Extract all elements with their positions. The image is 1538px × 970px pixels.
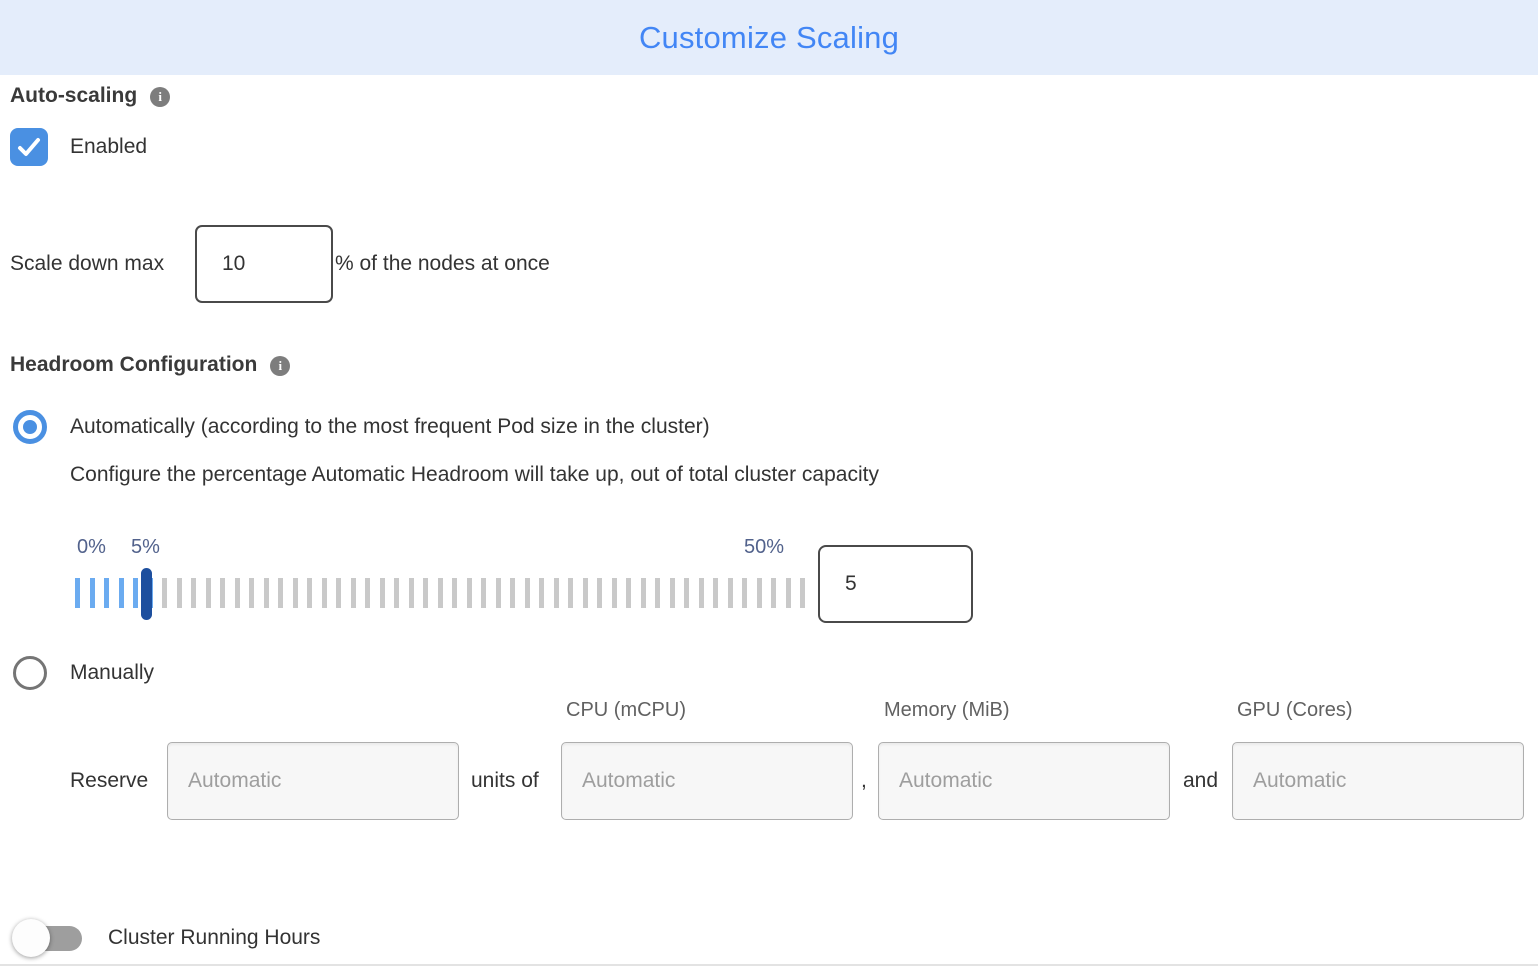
slider-tick <box>640 578 646 608</box>
cluster-running-hours-label: Cluster Running Hours <box>108 926 321 949</box>
slider-tick <box>205 578 211 608</box>
slider-tick <box>626 578 631 608</box>
headroom-automatic-option: Automatically (according to the most fre… <box>13 410 710 444</box>
manually-option-label: Manually <box>70 661 155 684</box>
headroom-manual-option: Manually <box>13 656 154 690</box>
slider-tick <box>684 578 689 608</box>
slider-tick <box>713 578 718 608</box>
reserve-cpu-input[interactable] <box>561 742 853 820</box>
info-icon[interactable]: i <box>150 87 171 107</box>
auto-scaling-label: Auto-scaling <box>10 84 138 107</box>
slider-tick <box>278 578 283 608</box>
slider-tick <box>800 578 805 608</box>
manually-radio[interactable] <box>13 656 47 690</box>
headroom-section-header: Headroom Configuration i <box>10 353 291 377</box>
slider-tick <box>727 578 733 608</box>
enabled-checkbox[interactable] <box>10 128 48 166</box>
cluster-running-hours-toggle[interactable] <box>10 916 92 960</box>
bottom-divider <box>0 964 1538 966</box>
slider-tick <box>582 578 588 608</box>
headroom-percentage-slider: 0% 5% 50% <box>0 534 990 629</box>
slider-track[interactable] <box>75 578 815 608</box>
headroom-description: Configure the percentage Automatic Headr… <box>70 463 879 486</box>
slider-tick <box>466 578 472 608</box>
reserve-label: Reserve <box>70 769 149 792</box>
slider-tick <box>553 578 559 608</box>
enabled-label: Enabled <box>70 135 148 158</box>
scale-down-label: Scale down max <box>10 252 165 275</box>
slider-tick <box>292 578 298 608</box>
slider-tick <box>365 578 370 608</box>
auto-scaling-enabled-row: Enabled <box>10 128 147 166</box>
comma-separator: , <box>861 769 867 792</box>
slider-tick <box>263 578 269 608</box>
slider-tick <box>133 578 138 608</box>
reserve-units-input[interactable] <box>167 742 459 820</box>
slider-tick <box>771 578 776 608</box>
slider-tick <box>118 578 124 608</box>
gpu-column-header: GPU (Cores) <box>1237 699 1353 721</box>
slider-tick <box>321 578 327 608</box>
cluster-running-hours-row: Cluster Running Hours <box>10 916 320 960</box>
slider-tick <box>655 578 660 608</box>
slider-current-label: 5% <box>131 536 160 558</box>
slider-tick <box>191 578 196 608</box>
automatic-radio[interactable] <box>13 410 47 444</box>
page-title: Customize Scaling <box>638 19 900 55</box>
and-separator: and <box>1183 769 1219 792</box>
scale-down-suffix: % of the nodes at once <box>335 252 550 275</box>
slider-tick <box>698 578 704 608</box>
slider-tick <box>669 578 675 608</box>
slider-tick <box>75 578 80 608</box>
slider-tick <box>162 578 167 608</box>
slider-tick <box>408 578 414 608</box>
slider-tick <box>510 578 515 608</box>
slider-tick <box>336 578 341 608</box>
slider-tick <box>524 578 530 608</box>
headroom-configuration-label: Headroom Configuration <box>10 353 258 376</box>
slider-tick <box>350 578 356 608</box>
manual-reserve-row: Reserve units of , and <box>0 742 1538 820</box>
automatic-option-label: Automatically (according to the most fre… <box>70 415 710 438</box>
slider-tick <box>539 578 544 608</box>
radio-dot <box>23 420 37 434</box>
slider-tick <box>234 578 240 608</box>
slider-tick <box>104 578 109 608</box>
units-of-label: units of <box>471 769 539 792</box>
slider-tick <box>568 578 573 608</box>
auto-scaling-section-header: Auto-scaling i <box>10 84 171 108</box>
slider-tick <box>249 578 254 608</box>
checkmark-icon <box>18 138 40 156</box>
slider-handle[interactable] <box>141 568 152 620</box>
slider-min-label: 0% <box>77 536 106 558</box>
info-icon[interactable]: i <box>270 356 291 376</box>
slider-tick <box>176 578 182 608</box>
memory-column-header: Memory (MiB) <box>884 699 1010 721</box>
slider-tick <box>481 578 486 608</box>
slider-tick <box>394 578 399 608</box>
slider-tick <box>495 578 501 608</box>
headroom-percentage-input[interactable] <box>818 545 973 623</box>
slider-tick <box>379 578 385 608</box>
scale-down-row: Scale down max % of the nodes at once <box>10 225 550 303</box>
panel-header: Customize Scaling <box>0 0 1538 75</box>
slider-tick <box>307 578 312 608</box>
slider-tick <box>220 578 225 608</box>
slider-tick <box>423 578 428 608</box>
slider-tick <box>756 578 762 608</box>
slider-tick <box>452 578 457 608</box>
reserve-gpu-input[interactable] <box>1232 742 1524 820</box>
slider-tick <box>611 578 617 608</box>
slider-tick <box>597 578 602 608</box>
scale-down-max-input[interactable] <box>195 225 333 303</box>
slider-tick <box>742 578 747 608</box>
slider-tick <box>785 578 791 608</box>
cpu-column-header: CPU (mCPU) <box>566 699 686 721</box>
reserve-memory-input[interactable] <box>878 742 1170 820</box>
slider-tick <box>89 578 95 608</box>
slider-max-label: 50% <box>744 536 785 558</box>
slider-tick <box>437 578 443 608</box>
toggle-knob <box>12 919 50 957</box>
